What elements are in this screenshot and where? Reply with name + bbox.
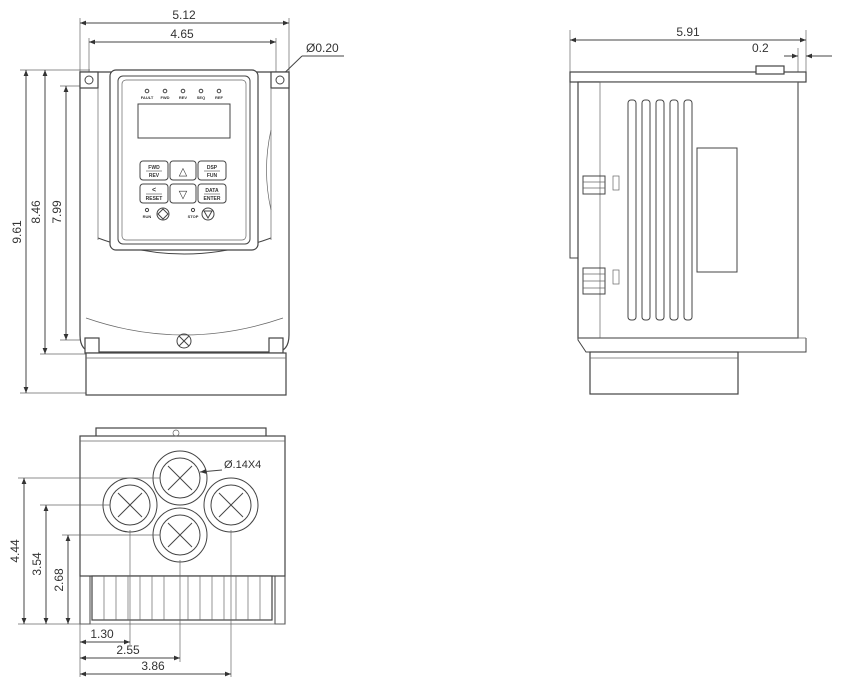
dsp-fun-key	[197, 160, 227, 181]
display-window	[137, 103, 231, 139]
stop-key-label: STOP	[188, 214, 199, 219]
run-key	[156, 207, 170, 221]
reset-key-label: RESET	[146, 196, 163, 202]
key-row-2: < RESET ▽ DATA ENTER	[139, 183, 227, 204]
w3-label: 3.86	[141, 659, 165, 673]
dim-inner-width: 4.65	[88, 27, 277, 72]
run-icon	[157, 208, 169, 220]
dim-h3: 2.68	[52, 534, 160, 624]
dim-h1: 4.44	[8, 477, 160, 625]
up-key	[169, 160, 197, 181]
bottom-body	[79, 427, 286, 625]
led-indicator	[162, 88, 168, 94]
led-label-fwd: FWD	[160, 95, 169, 100]
w2-label: 2.55	[116, 643, 140, 657]
total-height-label: 9.61	[10, 220, 24, 244]
led-label-rev: REV	[179, 95, 188, 100]
shift-left-icon: <	[152, 187, 156, 194]
outer-width-label: 5.12	[172, 8, 196, 22]
dim-offset: 0.2	[752, 41, 832, 72]
side-view: 5.91 0.2	[569, 25, 832, 395]
led-label-seq: SEQ	[197, 95, 205, 100]
fwd-rev-key-bottom: REV	[149, 173, 160, 179]
data-enter-key	[197, 183, 227, 204]
inner-width-label: 4.65	[170, 27, 194, 41]
led-label-fault: FAULT	[141, 95, 154, 100]
led-indicator	[144, 88, 150, 94]
dsp-fun-key-top: DSP	[207, 165, 218, 171]
fwd-rev-key-top: FWD	[148, 165, 160, 171]
offset-label: 0.2	[752, 41, 769, 55]
led-indicator	[216, 88, 222, 94]
data-enter-key-bottom: ENTER	[204, 196, 221, 202]
h3-label: 2.68	[52, 568, 66, 592]
fwd-rev-key	[139, 160, 169, 181]
depth-label: 5.91	[676, 25, 700, 39]
dim-total-height: 9.61	[10, 69, 90, 394]
dim-height-2: 8.46	[29, 70, 90, 355]
dim-h2: 3.54	[30, 504, 110, 624]
w1-label: 1.30	[90, 627, 114, 641]
status-leds: FAULT FWD REV SEQ REF	[141, 88, 224, 100]
down-arrow-icon: ▽	[179, 189, 188, 201]
dim-w3: 3.86	[79, 530, 232, 677]
dsp-fun-key-bottom: FUN	[207, 173, 218, 179]
height-3-label: 7.99	[50, 200, 64, 224]
data-enter-key-top: DATA	[205, 188, 219, 194]
stop-key	[201, 207, 215, 221]
run-key-label: RUN	[143, 214, 152, 219]
dim-height-3: 7.99	[50, 85, 95, 341]
bottom-view: Ø.14X4 4.44 3.54 2.68 1.30	[8, 427, 286, 677]
key-row-1: FWD REV △ DSP FUN	[139, 160, 227, 181]
up-arrow-icon: △	[179, 166, 188, 178]
hole-dia-label: Ø0.20	[306, 41, 339, 55]
led-indicator	[180, 88, 186, 94]
dim-hole-spec: Ø.14X4	[199, 459, 261, 474]
led-label-ref: REF	[215, 95, 224, 100]
led-indicator	[198, 88, 204, 94]
dim-depth: 5.91	[569, 25, 807, 72]
height-2-label: 8.46	[29, 200, 43, 224]
dim-w2: 2.55	[80, 560, 181, 662]
front-view: 5.12 4.65 Ø0.20 9.61 8.46	[10, 8, 344, 396]
stop-icon	[203, 210, 213, 220]
hole-spec-label: Ø.14X4	[224, 459, 261, 471]
dim-outer-width: 5.12	[79, 8, 290, 72]
reset-key	[139, 183, 169, 204]
h2-label: 3.54	[30, 552, 44, 576]
run-stop-row: RUN STOP	[143, 207, 215, 221]
screw-icon	[176, 333, 192, 349]
h1-label: 4.44	[8, 539, 22, 563]
keypad-panel: FAULT FWD REV SEQ REF FWD REV △ DSP FUN	[109, 69, 259, 251]
down-key	[169, 183, 197, 204]
side-body	[569, 65, 807, 395]
